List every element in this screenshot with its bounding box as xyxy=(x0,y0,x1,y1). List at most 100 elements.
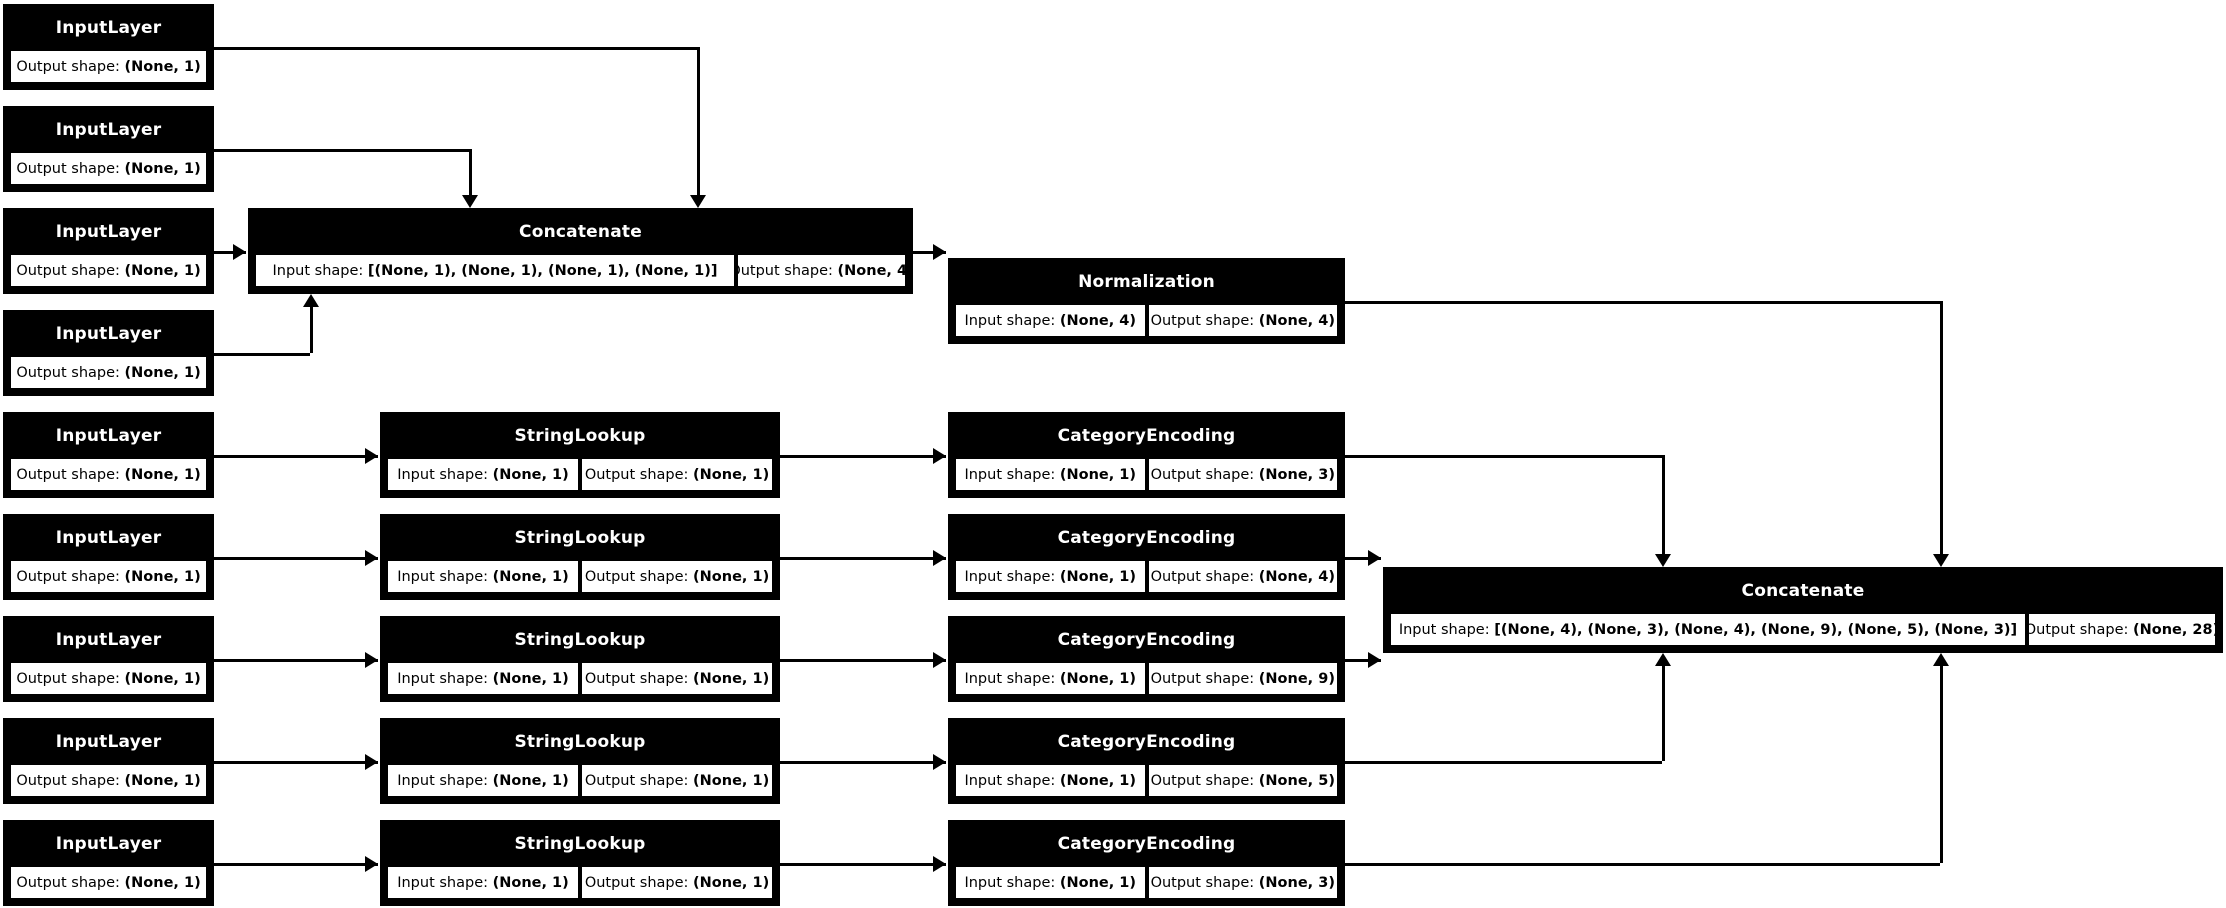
arrowhead-stringlookup-to-categoryencoding-1 xyxy=(933,448,946,464)
input-shape-label: Input shape: xyxy=(272,262,364,279)
node-title: InputLayer xyxy=(6,7,211,49)
output-shape-label: Output shape: xyxy=(1150,772,1255,789)
output-shape-cell: Output shape: (None, 4) xyxy=(736,253,907,288)
arrowhead-ce4-to-concat-final xyxy=(1655,653,1671,666)
edge-ce1-to-concat-final xyxy=(1662,455,1665,554)
edge-ce4-to-concat-final xyxy=(1345,761,1662,764)
input-shape-value: (None, 1) xyxy=(492,466,569,483)
output-shape-cell: Output shape: (None, 5) xyxy=(1146,763,1339,798)
output-shape-cell: Output shape: (None, 1) xyxy=(9,355,208,390)
input-shape-value: (None, 1) xyxy=(1059,568,1137,585)
output-shape-cell: Output shape: (None, 1) xyxy=(580,559,774,594)
output-shape-label: Output shape: xyxy=(1150,568,1255,585)
node-inputlayer-num-1[interactable]: InputLayer Output shape: (None, 1) xyxy=(3,4,214,90)
edge-input-to-stringlookup-3 xyxy=(214,659,378,662)
output-shape-label: Output shape: xyxy=(584,772,689,789)
node-concatenate-final[interactable]: Concatenate Input shape: [(None, 4), (No… xyxy=(1383,567,2223,653)
output-shape-value: (None, 28) xyxy=(2133,621,2217,638)
edge-input3-to-concat xyxy=(214,251,246,254)
arrowhead-stringlookup-to-categoryencoding-2 xyxy=(933,550,946,566)
node-title: InputLayer xyxy=(6,109,211,151)
arrowhead-concat-to-normalization xyxy=(933,244,946,260)
edge-normalization-to-concat-final xyxy=(1345,301,1940,304)
output-shape-label: Output shape: xyxy=(2027,621,2129,638)
output-shape-cell: Output shape: (None, 1) xyxy=(580,865,774,900)
output-shape-label: Output shape: xyxy=(16,466,120,483)
edge-stringlookup-to-categoryencoding-1 xyxy=(780,455,946,458)
output-shape-label: Output shape: xyxy=(1150,312,1255,329)
node-title: StringLookup xyxy=(383,721,777,763)
output-shape-cell: Output shape: (None, 1) xyxy=(580,661,774,696)
edge-input-to-stringlookup-1 xyxy=(214,455,378,458)
input-shape-cell: Input shape: (None, 1) xyxy=(954,865,1147,900)
input-shape-value: (None, 1) xyxy=(492,670,569,687)
output-shape-cell: Output shape: (None, 4) xyxy=(1146,303,1339,338)
output-shape-value: (None, 1) xyxy=(693,466,770,483)
edge-input2-to-concat xyxy=(469,149,472,195)
input-shape-cell: Input shape: (None, 1) xyxy=(954,559,1147,594)
output-shape-value: (None, 1) xyxy=(124,58,201,75)
input-shape-cell: Input shape: (None, 1) xyxy=(386,865,580,900)
node-title: InputLayer xyxy=(6,313,211,355)
input-shape-value: (None, 1) xyxy=(492,874,569,891)
output-shape-cell: Output shape: (None, 1) xyxy=(9,151,208,186)
node-inputlayer-num-3[interactable]: InputLayer Output shape: (None, 1) xyxy=(3,208,214,294)
node-title: InputLayer xyxy=(6,211,211,253)
arrowhead-ce5-to-concat-final xyxy=(1933,653,1949,666)
output-shape-label: Output shape: xyxy=(16,364,120,381)
arrowhead-stringlookup-to-categoryencoding-4 xyxy=(933,754,946,770)
arrowhead-input-to-stringlookup-5 xyxy=(365,856,378,872)
arrowhead-input-to-stringlookup-3 xyxy=(365,652,378,668)
node-title: InputLayer xyxy=(6,721,211,763)
output-shape-value: (None, 1) xyxy=(693,670,770,687)
edge-ce2-to-concat-final xyxy=(1345,557,1381,560)
output-shape-label: Output shape: xyxy=(584,466,689,483)
arrowhead-normalization-to-concat-final xyxy=(1933,554,1949,567)
node-title: InputLayer xyxy=(6,415,211,457)
output-shape-value: (None, 1) xyxy=(124,262,201,279)
arrowhead-stringlookup-to-categoryencoding-5 xyxy=(933,856,946,872)
edge-concat-to-normalization xyxy=(913,251,946,254)
node-title: CategoryEncoding xyxy=(951,823,1342,865)
edge-stringlookup-to-categoryencoding-4 xyxy=(780,761,946,764)
output-shape-label: Output shape: xyxy=(584,568,689,585)
arrowhead-input2-to-concat xyxy=(462,195,478,208)
input-shape-cell: Input shape: (None, 1) xyxy=(386,559,580,594)
edge-ce5-to-concat-final xyxy=(1345,863,1940,866)
arrowhead-input-to-stringlookup-4 xyxy=(365,754,378,770)
output-shape-cell: Output shape: (None, 3) xyxy=(1146,457,1339,492)
input-shape-cell: Input shape: (None, 1) xyxy=(386,457,580,492)
input-shape-label: Input shape: xyxy=(397,568,489,585)
arrowhead-ce1-to-concat-final xyxy=(1655,554,1671,567)
node-normalization[interactable]: Normalization Input shape: (None, 4) Out… xyxy=(948,258,1345,344)
output-shape-label: Output shape: xyxy=(736,262,833,279)
node-concatenate-numeric[interactable]: Concatenate Input shape: [(None, 1), (No… xyxy=(248,208,913,294)
edge-ce3-to-concat-final xyxy=(1345,659,1381,662)
edge-ce4-to-concat-final xyxy=(1662,666,1665,761)
arrowhead-ce2-to-concat-final xyxy=(1368,550,1381,566)
arrowhead-input1-to-concat xyxy=(690,195,706,208)
arrowhead-stringlookup-to-categoryencoding-3 xyxy=(933,652,946,668)
node-inputlayer-num-4[interactable]: InputLayer Output shape: (None, 1) xyxy=(3,310,214,396)
output-shape-cell: Output shape: (None, 3) xyxy=(1146,865,1339,900)
output-shape-value: (None, 1) xyxy=(693,568,770,585)
output-shape-cell: Output shape: (None, 1) xyxy=(9,49,208,84)
edge-ce1-to-concat-final xyxy=(1345,455,1662,458)
node-inputlayer-num-2[interactable]: InputLayer Output shape: (None, 1) xyxy=(3,106,214,192)
input-shape-cell: Input shape: (None, 1) xyxy=(386,763,580,798)
